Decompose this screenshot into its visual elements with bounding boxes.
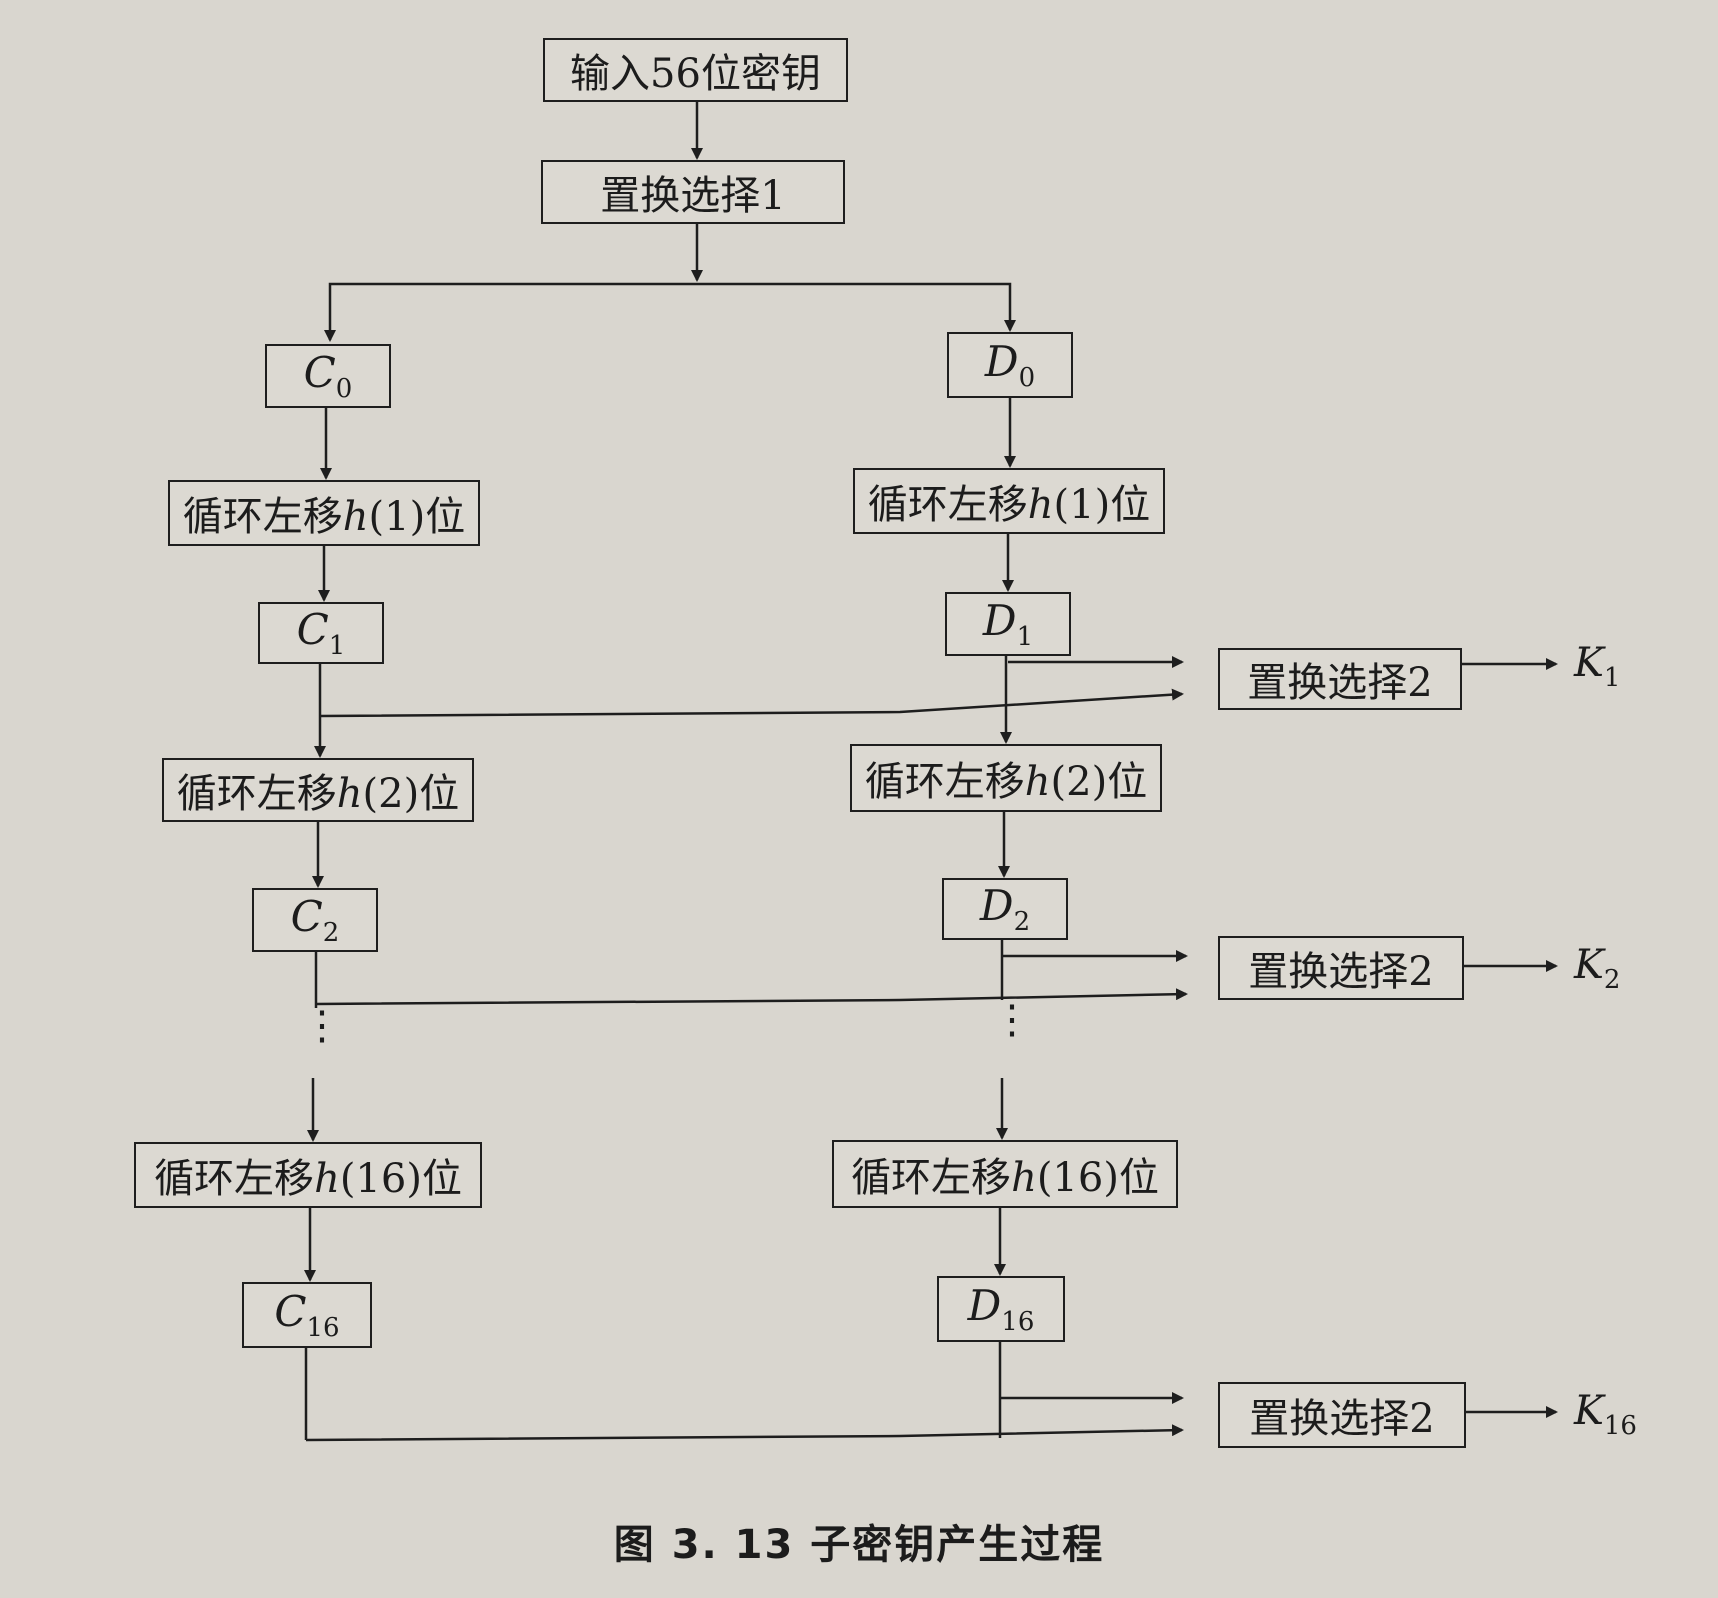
arrow-c16-pc2 (305, 1424, 1184, 1442)
shift16-left-box: 循环左移h(16)位 (134, 1142, 482, 1208)
k16-output: K16 (1574, 1388, 1637, 1441)
d2-box: D2 (942, 878, 1068, 940)
c1-label: C1 (296, 605, 346, 661)
k1-output: K1 (1574, 640, 1621, 693)
shift2-left-box: 循环左移h(2)位 (162, 758, 474, 822)
pc2-box-2: 置换选择2 (1218, 936, 1464, 1000)
shift1-left-box: 循环左移h(1)位 (168, 480, 480, 546)
arrow-c1-pc2 (319, 688, 1184, 718)
d0-box: D0 (947, 332, 1073, 398)
shift2-right-box: 循环左移h(2)位 (850, 744, 1162, 812)
c16-box: C16 (242, 1282, 372, 1348)
d2-label: D2 (979, 881, 1031, 937)
c2-label: C2 (290, 892, 340, 948)
pc1-label: 置换选择1 (600, 173, 786, 219)
input-key-label: 输入56位密钥 (570, 51, 821, 97)
shift2-right-label: 循环左移h(2)位 (864, 759, 1148, 805)
d1-label: D1 (982, 596, 1034, 652)
pc2-label-2: 置换选择2 (1248, 949, 1434, 995)
input-key-box: 输入56位密钥 (543, 38, 848, 102)
line-split-left (324, 282, 697, 342)
c1-box: C1 (258, 602, 384, 664)
figure-caption: 图 3. 13 子密钥产生过程 (613, 1522, 1105, 1568)
pc2-label-16: 置换选择2 (1249, 1396, 1435, 1442)
shift1-right-box: 循环左移h(1)位 (853, 468, 1165, 534)
pc2-label-1: 置换选择2 (1247, 660, 1433, 706)
c0-label: C0 (303, 348, 353, 404)
d1-box: D1 (945, 592, 1071, 656)
shift16-right-box: 循环左移h(16)位 (832, 1140, 1178, 1208)
shift16-right-label: 循环左移h(16)位 (851, 1155, 1159, 1201)
right-ellipsis: ⋮ (992, 997, 1032, 1043)
pc2-box-16: 置换选择2 (1218, 1382, 1466, 1448)
d0-label: D0 (984, 337, 1036, 393)
c2-box: C2 (252, 888, 378, 952)
c0-box: C0 (265, 344, 391, 408)
k2-output: K2 (1574, 942, 1621, 995)
shift2-left-label: 循环左移h(2)位 (176, 771, 460, 817)
shift1-left-label: 循环左移h(1)位 (182, 494, 466, 540)
left-ellipsis: ⋮ (302, 1003, 342, 1049)
arrow-c2-pc2 (315, 988, 1188, 1006)
d16-label: D16 (967, 1281, 1035, 1337)
c16-label: C16 (274, 1287, 340, 1343)
d16-box: D16 (937, 1276, 1065, 1342)
pc2-box-1: 置换选择2 (1218, 648, 1462, 710)
line-split-right (697, 282, 1016, 332)
pc1-box: 置换选择1 (541, 160, 845, 224)
shift16-left-label: 循环左移h(16)位 (154, 1156, 462, 1202)
shift1-right-label: 循环左移h(1)位 (867, 482, 1151, 528)
